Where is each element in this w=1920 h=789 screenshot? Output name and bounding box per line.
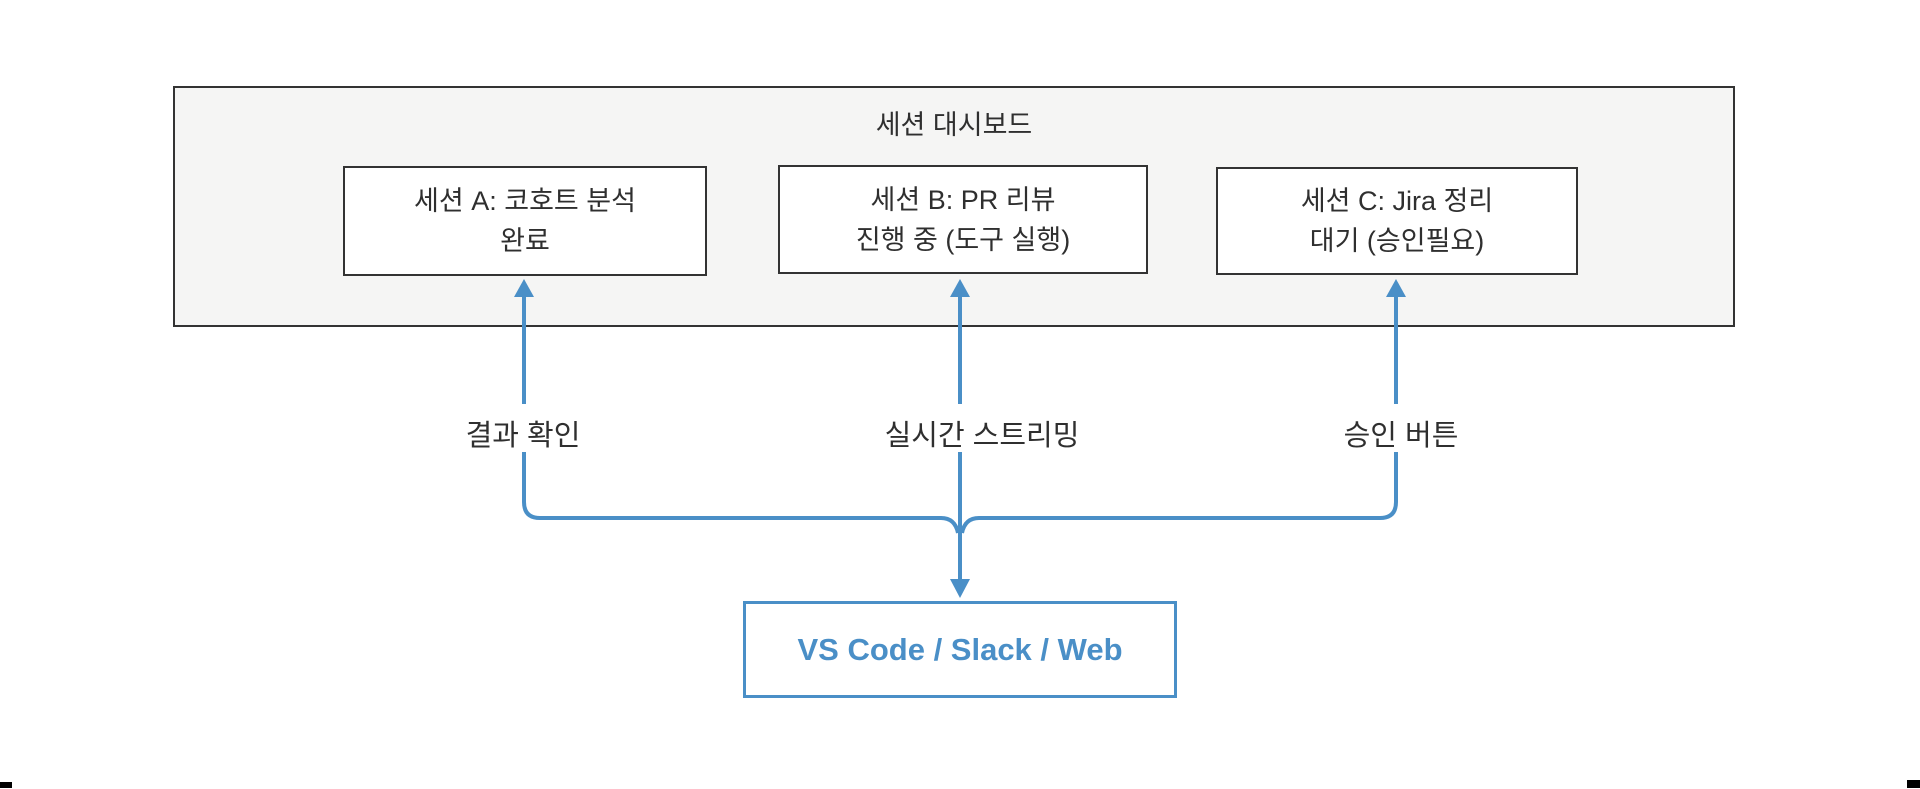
clients-label: VS Code / Slack / Web	[797, 631, 1123, 667]
session-a-line2: 완료	[500, 226, 550, 256]
screen-artifact-bottom-left	[0, 782, 12, 788]
session-b-line1: 세션 B: PR 리뷰	[870, 184, 1056, 215]
edge-label-realtime-streaming: 실시간 스트리밍	[884, 420, 1080, 452]
session-b-line2: 진행 중 (도구 실행)	[855, 224, 1071, 255]
edge-label-approve-button: 승인 버튼	[1343, 420, 1459, 452]
screen-artifact-bottom-right	[1907, 780, 1920, 788]
edge-session-c-lower	[960, 452, 1398, 534]
edge-session-a-lower	[522, 452, 960, 534]
session-c-line2: 대기 (승인필요)	[1309, 226, 1485, 256]
edge-label-result-check: 결과 확인	[465, 420, 581, 452]
session-dashboard-title: 세션 대시보드	[875, 110, 1033, 140]
arrowhead-down-clients	[950, 579, 970, 598]
clients-box: VS Code / Slack / Web	[743, 601, 1177, 698]
session-a-box: 세션 A: 코호트 분석 완료	[343, 166, 707, 276]
session-c-line1: 세션 C: Jira 정리	[1300, 186, 1494, 216]
session-c-box: 세션 C: Jira 정리 대기 (승인필요)	[1216, 167, 1578, 275]
session-b-box: 세션 B: PR 리뷰 진행 중 (도구 실행)	[778, 165, 1148, 274]
session-a-line1: 세션 A: 코호트 분석	[414, 186, 636, 216]
